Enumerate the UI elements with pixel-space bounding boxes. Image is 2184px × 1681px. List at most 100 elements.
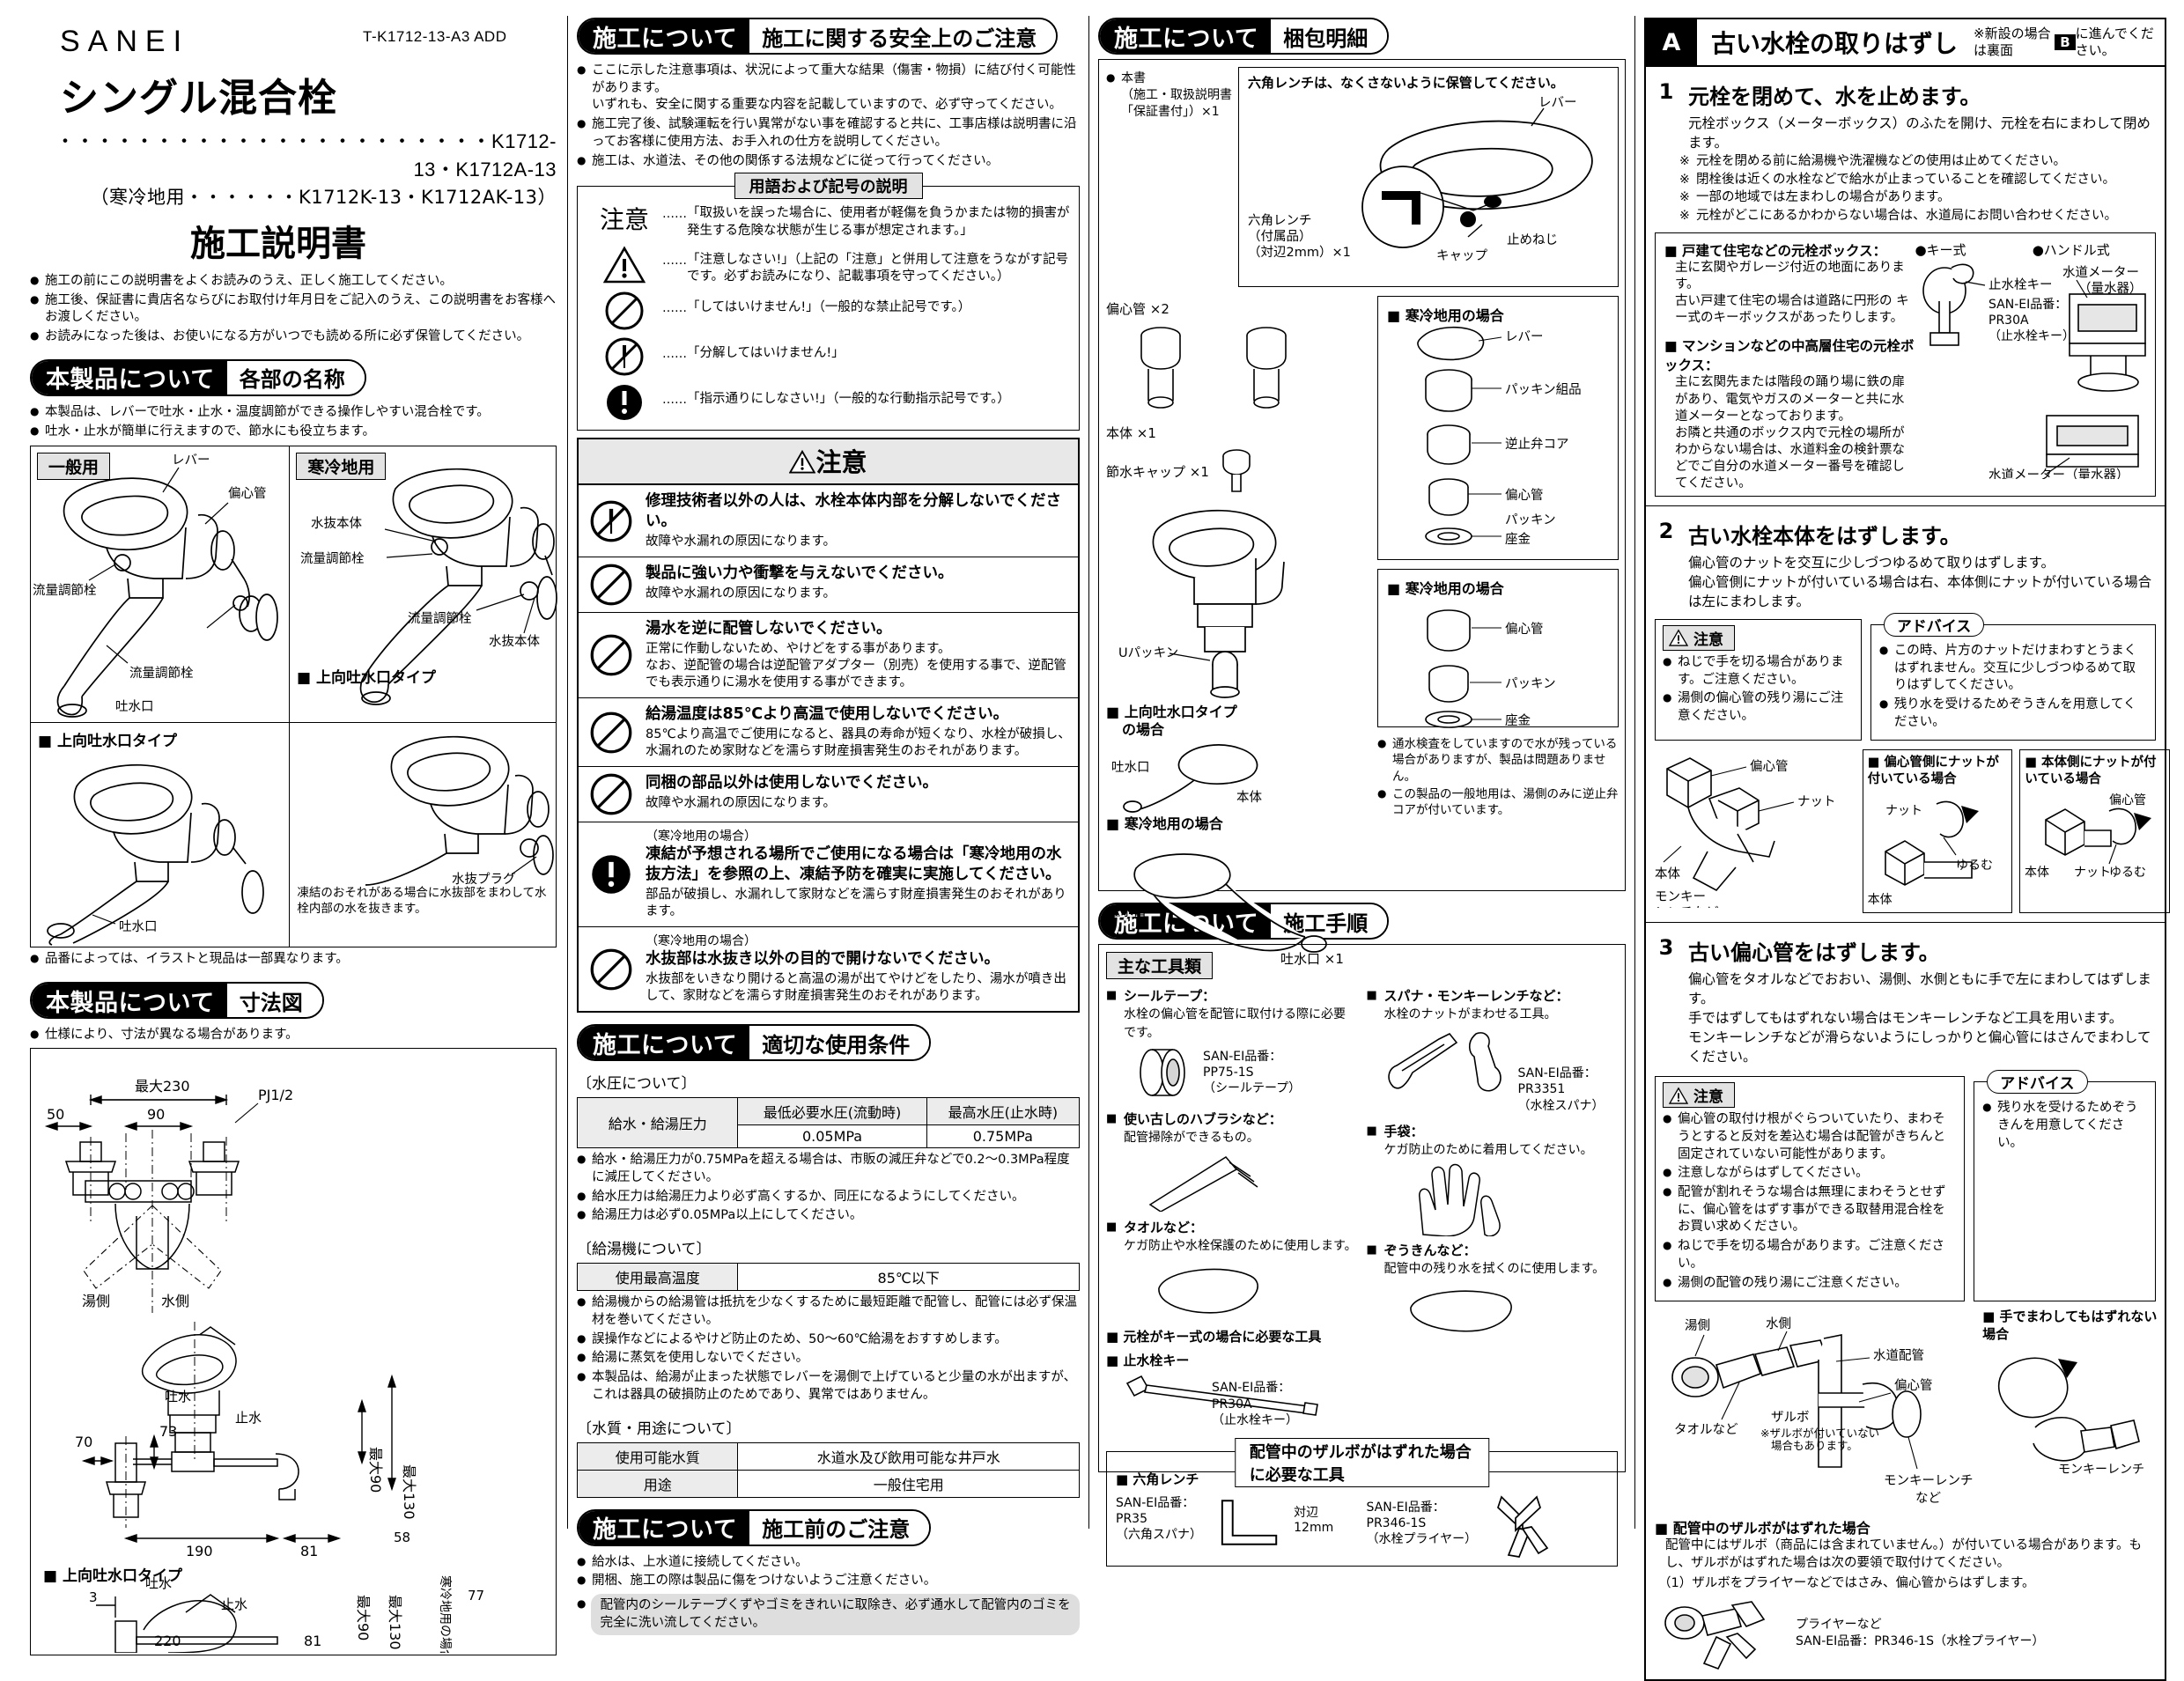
label-water-pipe: 水道配管 xyxy=(1873,1348,1924,1363)
tool-desc: ケガ防止のために着用してください。 xyxy=(1383,1142,1593,1157)
dim-3: 3 xyxy=(89,1589,98,1605)
dim-max230: 最大230 xyxy=(135,1078,190,1095)
prohibit-icon xyxy=(579,767,644,822)
heater-table: 使用最高温度 85℃以下 xyxy=(576,1263,1080,1292)
dim-max90b: 最大90 xyxy=(355,1595,372,1640)
saver-cap-qty: 節水キャップ ×1 xyxy=(1106,463,1209,480)
prohibit-icon xyxy=(579,927,644,1011)
remove-eccentric-illustration: 湯側 水側 水道配管 偏心管 タオルなど モンキーレンチ など ザルボ ※ザルボ… xyxy=(1671,1316,1974,1506)
mainbox-house-title: ■ 戸建て住宅などの元栓ボックス： xyxy=(1664,242,1887,259)
label-body: 本体 xyxy=(1236,790,1262,805)
svg-text:（対辺2mm）×1: （対辺2mm）×1 xyxy=(1248,245,1351,260)
tools-box: 主な工具類 シールテープ： 水栓の偏心管を配管に取付ける際に必要です。 xyxy=(1098,944,1626,1567)
tool-part: SAN-EI品番： PP75-1S （シールテープ） xyxy=(1203,1049,1302,1096)
mainbox-apt-title: ■ マンションなどの中高層住宅の元栓ボックス： xyxy=(1664,338,1915,374)
label-monkey-wrench: モンキーレンチ xyxy=(1884,1474,1974,1488)
heater-value: 85℃以下 xyxy=(737,1263,1080,1292)
cold-parts-group-1: ■ 寒冷地用の場合 xyxy=(1377,296,1619,560)
svg-text:※ザルボが付いていない: ※ザルボが付いていない xyxy=(1760,1427,1879,1440)
intro-bullet: 施工の前にこの説明書をよくお読みのうえ、正しく施工してください。 xyxy=(30,273,557,291)
step-1-note: 一部の地域では左まわしの場合があります。 xyxy=(1679,189,2156,207)
no-disassemble-icon xyxy=(587,336,662,377)
body-qty: 本体 ×1 xyxy=(1106,425,1156,441)
dim-mizu: 水側 xyxy=(161,1293,189,1309)
tool-desc: 水栓の偏心管を配管に取付ける際に必要です。 xyxy=(1124,1007,1346,1041)
brand-logo: SANEI xyxy=(60,25,557,59)
svg-text:場合もあります。: 場合もあります。 xyxy=(1771,1439,1858,1452)
label-eccentric: 偏心管 xyxy=(1505,622,1544,637)
zarubo-tool-size: 対辺12mm xyxy=(1294,1505,1334,1535)
step-3-advice-bullet: 残り水を受けるためぞうきんを用意してください。 xyxy=(1982,1100,2147,1152)
figure-upward-tag: ■ 上向吐水口タイプ xyxy=(38,733,177,751)
label-cap: キャップ xyxy=(1436,248,1487,263)
mainbox-apt-text: 主に玄関先または階段の踊り場に鉄の扉があり、電気やガスのメーターと共に水道メータ… xyxy=(1675,375,1905,491)
pressure-table: 給水・給湯圧力 最低必要水圧(流動時) 最高水圧(止水時) 0.05MPa 0.… xyxy=(576,1097,1081,1149)
caution-row: （寒冷地用の場合） 凍結が予想される場所でご使用になる場合は「寒冷地用の水抜方法… xyxy=(579,822,1078,928)
caution-sub: 故障や水漏れの原因になります。 xyxy=(646,586,837,601)
quality-value: 一般住宅用 xyxy=(737,1469,1080,1498)
step-2-advice: アドバイス この時、片方のナットだけまわすとうまくはずれません。交互に少しづつゆ… xyxy=(1870,612,2156,741)
caution-table: 注意 修理技術者以外の人は、水栓本体内部を分解しないでください。 故障や水漏れの… xyxy=(577,438,1080,1014)
caution-sub: 故障や水漏れの原因になります。 xyxy=(646,795,837,810)
mainbox-house-text: 主に玄関やガレージ付近の地面にあります。 古い戸建て住宅の場合は道路に円形の キ… xyxy=(1675,260,1909,326)
warning-triangle-icon xyxy=(587,245,662,284)
caution-row: 修理技術者以外の人は、水栓本体内部を分解しないでください。 故障や水漏れの原因に… xyxy=(579,485,1078,558)
figure-note-bullets: 品番によっては、イラストと現品は一部異なります。 xyxy=(30,951,557,969)
zarubo-tool-part: SAN-EI品番： PR35 （六角スパナ） xyxy=(1116,1495,1202,1542)
section-light-label: 施工に関する安全上のご注意 xyxy=(749,19,1057,53)
svg-text:（量水器）: （量水器） xyxy=(2078,281,2143,296)
model-dots: ・・・・・・・・・・・・・・・・・・・・・・ xyxy=(55,130,492,152)
dim-pj: PJ1/2 xyxy=(258,1087,293,1103)
cold-group1-title: ■ 寒冷地用の場合 xyxy=(1387,307,1504,324)
step-3-body: 3 古い偏心管をはずします。 偏心管をタオルなどでおおい、湯側、水側ともに手で左… xyxy=(1646,922,2165,1678)
step-2-caution-bullet: 湯側の偏心管の残り湯にご注意ください。 xyxy=(1663,690,1854,725)
label-lever: レバー xyxy=(1538,96,1577,110)
figure-note: 品番によっては、イラストと現品は一部異なります。 xyxy=(30,951,557,969)
label-nut: ナット xyxy=(1885,804,1922,818)
dim-58: 58 xyxy=(394,1530,410,1545)
step-2-sub: 偏心管のナットを交互に少しづつゆるめて取りはずします。 偏心管側にナットが付いて… xyxy=(1688,554,2152,609)
pressure-bullet: 給水圧力は給湯圧力より必ず高くするか、同圧になるようにしてください。 xyxy=(577,1189,1080,1206)
page-title: シングル混合栓 xyxy=(60,76,337,121)
tool-part: SAN-EI品番： PR3351 （水栓スパナ） xyxy=(1517,1066,1605,1113)
caution-sub: 85℃より高温でご使用になると、器具の寿命が短くなり、水栓が破損し、水漏れのため… xyxy=(646,726,1071,759)
step-1-head: 元栓を閉めて、水を止めます。 xyxy=(1688,85,1981,109)
heater-bullets: 給湯機からの給湯管は抵抗を少なくするために最短距離で配管し、配管には必ず保温材を… xyxy=(577,1294,1080,1404)
eccentric-qty: 偏心管 ×2 xyxy=(1106,301,1169,317)
faucet-drain-illustration: 水抜プラグ xyxy=(365,736,555,886)
step-3-hand-figure: ■ 手でまわしてもはずれない場合 モンキーレンチ xyxy=(1982,1309,2158,1511)
label-washer: 座金 xyxy=(1505,713,1531,728)
quality-table: 使用可能水質 水道水及び飲用可能な井戸水 用途 一般住宅用 xyxy=(576,1441,1080,1498)
step-note-pre: ※新設の場合は裏面 xyxy=(1974,26,2051,58)
step-note-chip: B xyxy=(2055,33,2076,51)
intro-bullet: 施工後、保証書に貴店名ならびにお取付け年月日をご記入のうえ、この説明書をお客様へ… xyxy=(30,292,557,327)
faucet-general-illustration: レバー 偏心管 流量調節栓 流量調節栓 吐水口 xyxy=(33,453,278,719)
tool-desc: 配管掃除ができるもの。 xyxy=(1124,1131,1259,1146)
section-dark-label: 本製品について xyxy=(32,360,227,394)
tool-title: 手袋： xyxy=(1383,1123,1424,1139)
dim-toshui2: 吐水 xyxy=(145,1575,172,1591)
parts-figure-group-lower: ■ 上向吐水口タイプ xyxy=(30,723,557,948)
cold-parts-group-2: ■ 寒冷地用の場合 xyxy=(1377,569,1619,728)
rag-icon xyxy=(1409,1290,1512,1332)
dimension-note: 仕様により、寸法が異なる場合があります。 xyxy=(30,1027,557,1044)
section-dark-label: 施工について xyxy=(579,19,750,53)
warning-triangle-icon xyxy=(789,450,816,474)
legend-dots: …… xyxy=(662,301,687,316)
figure-tag-cold: 寒冷地用 xyxy=(296,453,387,481)
step-3-caution-bullet: 偏心管の取付け根がぐらついていたり、まわそうとすると反対を差込む場合は配管がきち… xyxy=(1663,1111,1957,1163)
section-parts-names: 本製品について 各部の名称 xyxy=(30,358,366,396)
step-1-sub: 元栓ボックス（メーターボックス）のふたを開け、元栓を右にまわして閉めます。 xyxy=(1688,115,2151,151)
legend-dots: …… xyxy=(662,207,687,222)
before-bullet: 開梱、施工の際は製品に傷をつけないようご注意ください。 xyxy=(577,1573,1080,1590)
pressure-bullet: 給湯圧力は必ず0.05MPa以上にしてください。 xyxy=(577,1207,1080,1225)
svg-text:PR30A: PR30A xyxy=(1988,313,2029,328)
bullet-dot-icon: ● xyxy=(577,1596,587,1610)
faucet-cold-illustration: 水抜本体 流量調節栓 流量調節栓 水抜本体 ■ 上向吐水口タイプ xyxy=(297,468,558,706)
eccentric-pipes-illustration xyxy=(1140,327,1287,409)
label-water-meter: 水道メーター xyxy=(2062,265,2139,280)
dim-cold-only: 寒冷地用の場合のみ xyxy=(438,1575,453,1653)
before-highlight: 配管内のシールテープくずやゴミをきれいに取除き、必ず通水して配管内のゴミを完全に… xyxy=(591,1593,1080,1636)
packing-note: 通水検査をしていますので水が残っている場合がありますが、製品は問題ありません。 xyxy=(1377,736,1619,785)
step-3-caution-bullet: 注意しながらはずしてください。 xyxy=(1663,1165,1957,1183)
